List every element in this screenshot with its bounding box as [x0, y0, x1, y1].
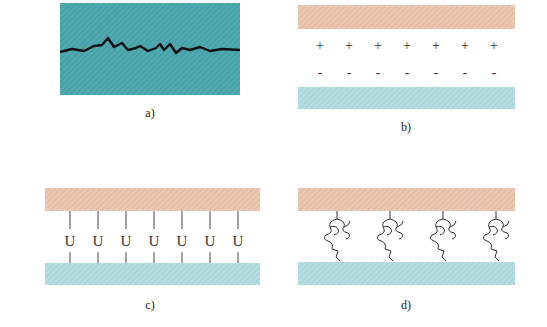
upper-adherend: [298, 5, 515, 29]
bond-symbol: U: [121, 234, 132, 249]
material-block: [60, 3, 240, 95]
positive-charge: +: [345, 39, 353, 53]
bond-symbol: U: [177, 234, 188, 249]
upper-adherend: [45, 188, 260, 211]
negative-charge: -: [463, 66, 468, 80]
bond-lines: [70, 211, 238, 263]
bond-symbol: U: [149, 234, 160, 249]
panel-label: a): [145, 107, 154, 119]
positive-charge: +: [316, 39, 324, 53]
negative-charge: -: [405, 66, 410, 80]
panel-label: c): [145, 299, 154, 311]
lower-adherend: [45, 263, 260, 285]
panel-label: d): [401, 299, 411, 311]
negative-charge: -: [492, 66, 497, 80]
positive-charge: +: [490, 39, 498, 53]
lower-adherend: [298, 262, 515, 285]
negative-charge: -: [347, 66, 352, 80]
upper-adherend: [298, 188, 515, 211]
negative-charge: -: [434, 66, 439, 80]
positive-charge: +: [403, 39, 411, 53]
bond-symbol: U: [205, 234, 216, 249]
lower-adherend: [298, 87, 515, 109]
negative-charge: -: [376, 66, 381, 80]
crack-line: [60, 38, 240, 53]
positive-charge: +: [432, 39, 440, 53]
positive-charge: +: [374, 39, 382, 53]
polymer-chains: [324, 211, 509, 261]
negative-charge: -: [318, 66, 323, 80]
bond-symbol: U: [93, 234, 104, 249]
panel-label: b): [401, 121, 411, 133]
bond-symbol: U: [65, 234, 76, 249]
positive-charge: +: [461, 39, 469, 53]
bond-symbol: U: [233, 234, 244, 249]
